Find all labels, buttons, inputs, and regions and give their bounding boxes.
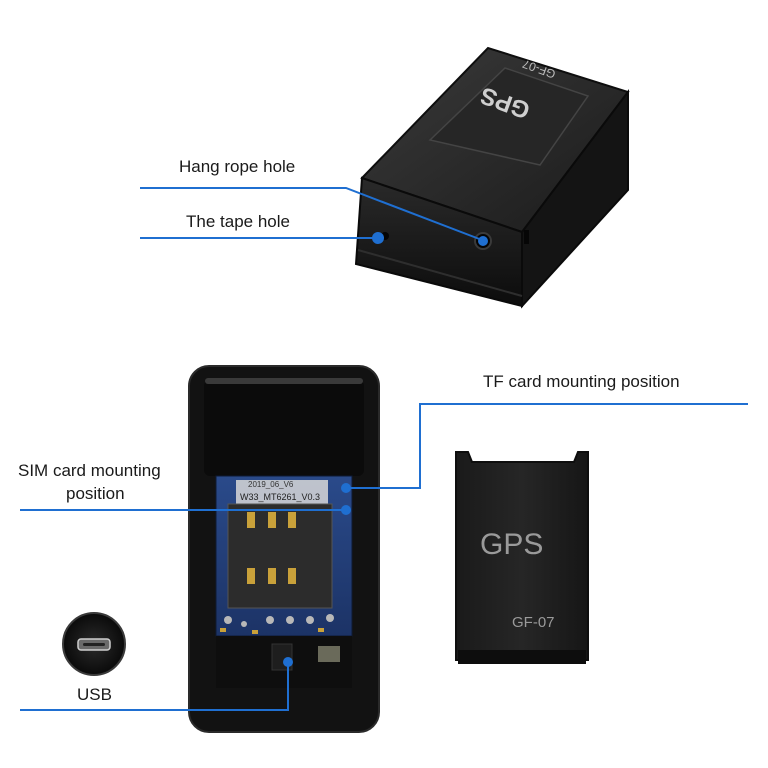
usb-label: USB bbox=[77, 685, 112, 704]
callout-dot-tape bbox=[372, 232, 384, 244]
tape-hole-label: The tape hole bbox=[186, 212, 290, 231]
sim-card-label-line2: position bbox=[66, 484, 125, 503]
callout-line-usb bbox=[20, 662, 289, 711]
micro-usb-port-icon bbox=[77, 638, 111, 651]
callout-dot-usb bbox=[283, 657, 293, 667]
hang-rope-hole-label: Hang rope hole bbox=[179, 157, 296, 176]
callout-lines bbox=[20, 187, 748, 711]
usb-inset bbox=[62, 612, 126, 676]
gps-device-cover bbox=[455, 451, 589, 664]
callout-dot-hang-rope bbox=[478, 236, 488, 246]
gps-device-open-view bbox=[188, 365, 380, 733]
sim-card-label-line1: SIM card mounting bbox=[18, 461, 161, 480]
cover-brand-text: GPS bbox=[480, 528, 544, 561]
tf-card-label: TF card mounting position bbox=[483, 372, 680, 391]
callout-line-tf-card bbox=[346, 403, 748, 489]
callout-dot-tf-card bbox=[341, 483, 351, 493]
callout-line-hang-rope bbox=[140, 187, 483, 241]
cover-model-text: GF-07 bbox=[512, 614, 555, 631]
pcb-text-2: W33_MT6261_V0.3 bbox=[240, 492, 321, 502]
callout-dot-sim bbox=[341, 505, 351, 515]
gps-device-top-view bbox=[354, 46, 630, 309]
pcb-text-1: 2019_06_V6 bbox=[248, 480, 294, 489]
